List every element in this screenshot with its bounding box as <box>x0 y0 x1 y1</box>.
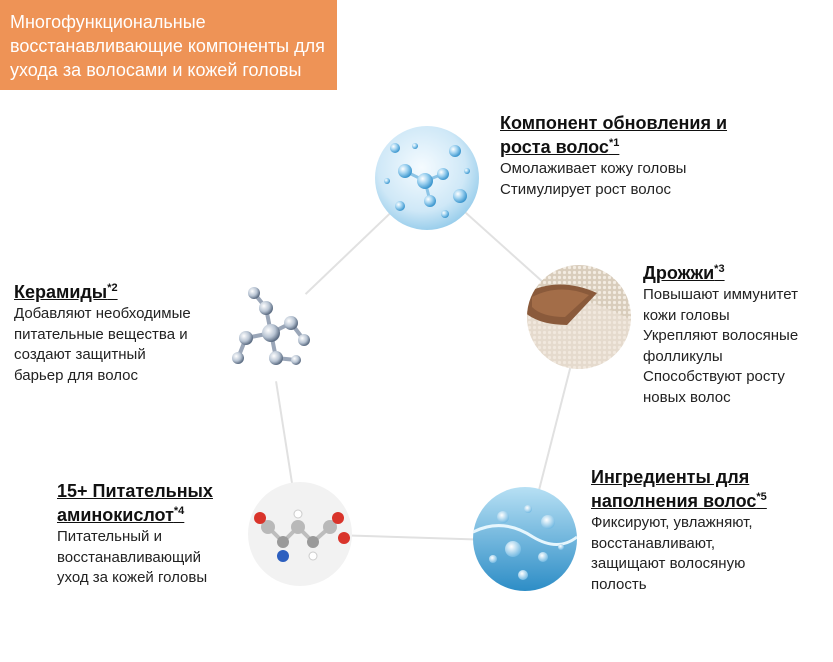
yeast-image <box>527 265 631 369</box>
header-line-2: восстанавливающие компоненты для <box>10 36 325 56</box>
desc-line: барьер для волос <box>14 366 138 384</box>
desc-line: Омолаживает кожу головы <box>500 160 687 177</box>
footnote-mark: *3 <box>714 263 725 275</box>
title-line: Компонент обновления и <box>500 113 728 133</box>
desc-line: новых волос <box>643 388 731 406</box>
water-drops-image <box>473 487 577 591</box>
component-renewal-desc: Омолаживает кожу головы Стимулирует рост… <box>500 159 727 200</box>
amino-acids-title: 15+ Питательных аминокислот*4 <box>57 479 213 527</box>
water-bubbles-image <box>375 126 479 230</box>
desc-line: Стимулирует рост волос <box>500 180 672 198</box>
title-line: Керамиды <box>14 282 108 302</box>
title-line: Дрожжи <box>643 263 715 283</box>
title-line: 15+ Питательных <box>57 481 213 501</box>
desc-line: Укрепляют волосяные <box>643 327 799 344</box>
desc-line: Питательный и <box>57 528 162 545</box>
yeast-desc: Повышают иммунитет кожи головы Укрепляют… <box>643 285 798 408</box>
ceramides-desc: Добавляют необходимые питательные вещест… <box>14 304 191 386</box>
footnote-mark: *2 <box>107 282 118 294</box>
desc-line: уход за кожей головы <box>57 569 208 586</box>
desc-line: восстанавливают, <box>591 534 716 552</box>
desc-line: Фиксируют, увлажняют, <box>591 514 753 531</box>
hair-filling-desc: Фиксируют, увлажняют, восстанавливают, з… <box>591 513 767 595</box>
title-line: аминокислот <box>57 505 174 525</box>
desc-line: Добавляют необходимые <box>14 305 191 322</box>
desc-line: создают защитный <box>14 346 146 363</box>
title-line: наполнения волос <box>591 491 757 511</box>
amino-acid-molecule-image <box>248 482 352 586</box>
hair-filling-title: Ингредиенты для наполнения волос*5 <box>591 465 767 513</box>
desc-line: питательные вещества и <box>14 325 188 343</box>
desc-line: Повышают иммунитет <box>643 286 798 303</box>
ceramides-block: Керамиды*2 Добавляют необходимые питател… <box>14 280 191 386</box>
amino-acids-desc: Питательный и восстанавливающий уход за … <box>57 527 213 589</box>
hair-filling-block: Ингредиенты для наполнения волос*5 Фикси… <box>591 465 767 595</box>
title-line: Ингредиенты для <box>591 467 750 487</box>
footnote-mark: *5 <box>756 491 767 503</box>
header-banner: Многофункциональные восстанавливающие ко… <box>0 0 337 90</box>
footnote-mark: *1 <box>608 137 620 149</box>
ceramides-title: Керамиды*2 <box>14 280 191 304</box>
component-renewal-block: Компонент обновления и роста волос*1 Омо… <box>500 111 727 200</box>
header-line-3: ухода за волосами и кожей головы <box>10 60 302 80</box>
footnote-mark: *4 <box>173 505 185 517</box>
yeast-block: Дрожжи*3 Повышают иммунитет кожи головы … <box>643 261 798 408</box>
title-line: роста волос <box>500 137 609 157</box>
header-line-1: Многофункциональные <box>10 12 206 32</box>
ceramide-molecule-image <box>216 278 320 382</box>
desc-line: защищают волосяную <box>591 555 746 572</box>
desc-line: кожи головы <box>643 306 730 324</box>
desc-line: полость <box>591 575 647 593</box>
yeast-title: Дрожжи*3 <box>643 261 798 285</box>
desc-line: фолликулы <box>643 347 723 365</box>
amino-acids-block: 15+ Питательных аминокислот*4 Питательны… <box>57 479 213 589</box>
component-renewal-title: Компонент обновления и роста волос*1 <box>500 111 727 159</box>
desc-line: Способствуют росту <box>643 368 785 385</box>
desc-line: восстанавливающий <box>57 548 202 566</box>
